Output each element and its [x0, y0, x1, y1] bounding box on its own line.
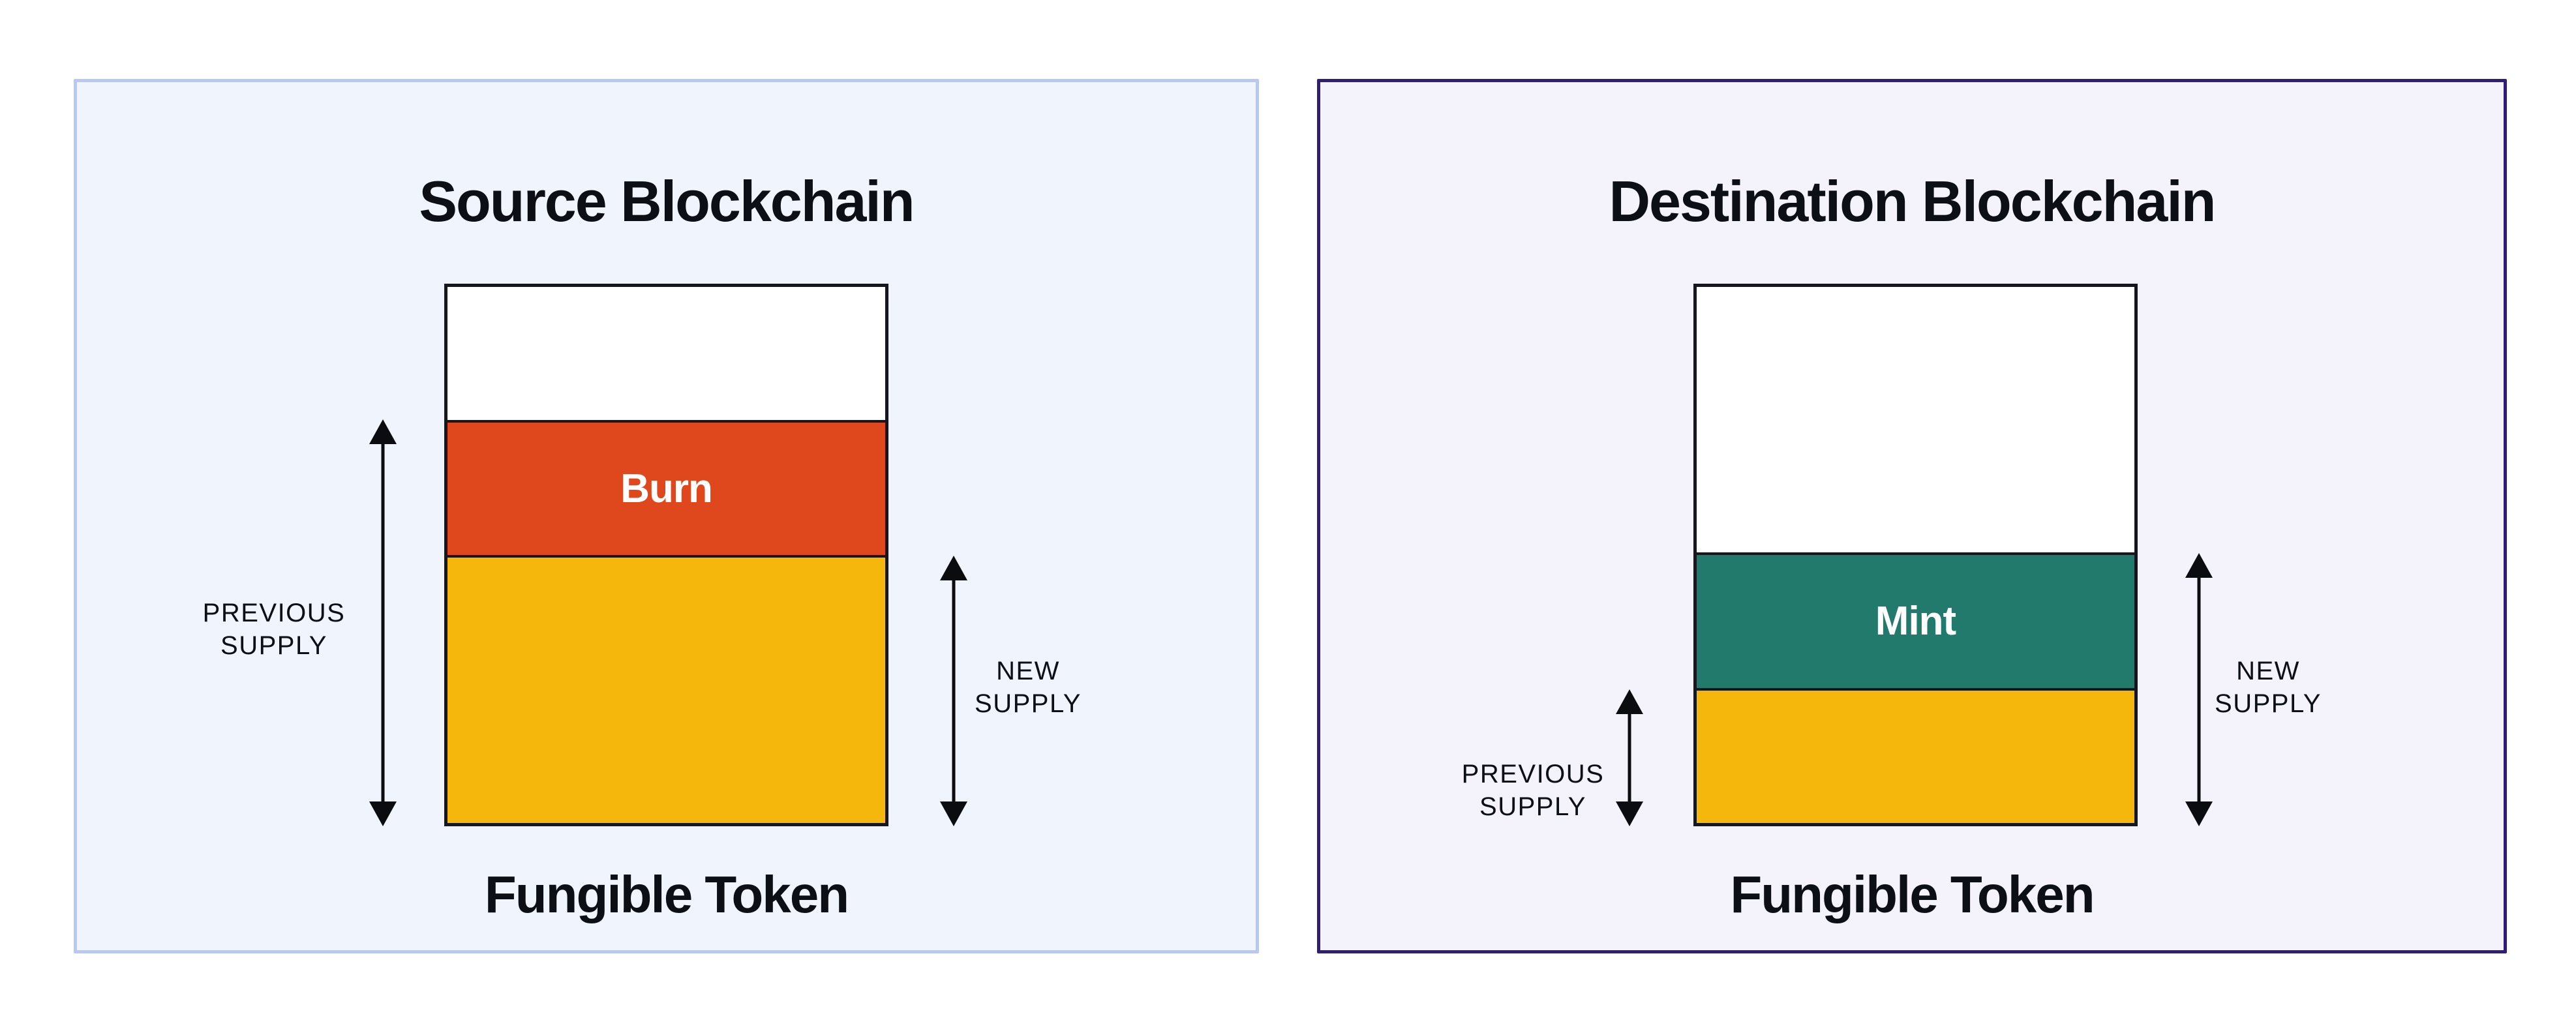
token-type-label: Fungible Token: [484, 865, 849, 923]
bar-segment-previous-supply: [1697, 687, 2134, 823]
burn-label: Burn: [620, 466, 713, 511]
token-supply-bar: Burn: [444, 284, 888, 826]
panel-source-blockchain: Source Blockchain Burn PREVIOUS SUPPLY N…: [74, 79, 1259, 953]
bar-segment-unallocated: [447, 287, 885, 420]
new-supply-arrow-icon: [940, 556, 967, 826]
new-supply-label-line1: NEW: [996, 657, 1060, 685]
panel-title: Destination Blockchain: [1609, 168, 2216, 233]
panel-destination-blockchain: Destination Blockchain Mint PREVIOUS SUP…: [1317, 79, 2507, 953]
previous-supply-label-line2: SUPPLY: [1479, 792, 1586, 821]
bar-segment-mint: Mint: [1697, 552, 2134, 688]
previous-supply-label-line1: PREVIOUS: [202, 599, 346, 627]
new-supply-label: NEW SUPPLY: [2125, 655, 2412, 720]
new-supply-label: NEW SUPPLY: [885, 655, 1172, 720]
previous-supply-arrow-icon: [1616, 689, 1643, 826]
previous-supply-label: PREVIOUS SUPPLY: [130, 597, 417, 662]
previous-supply-label-line1: PREVIOUS: [1461, 760, 1605, 788]
new-supply-label-line2: SUPPLY: [975, 689, 1082, 718]
previous-supply-label-line2: SUPPLY: [220, 631, 327, 660]
previous-supply-arrow-icon: [369, 419, 397, 826]
bar-segment-remaining-supply: [447, 555, 885, 823]
new-supply-arrow-icon: [2185, 553, 2213, 826]
previous-supply-label: PREVIOUS SUPPLY: [1389, 758, 1676, 823]
panel-title: Source Blockchain: [419, 168, 915, 233]
mint-label: Mint: [1875, 599, 1956, 644]
bar-segment-burn: Burn: [447, 419, 885, 555]
new-supply-label-line1: NEW: [2236, 657, 2300, 685]
bar-segment-unallocated: [1697, 287, 2134, 552]
token-type-label: Fungible Token: [1730, 865, 2095, 923]
token-supply-bar: Mint: [1693, 284, 2138, 826]
new-supply-label-line2: SUPPLY: [2215, 689, 2322, 718]
